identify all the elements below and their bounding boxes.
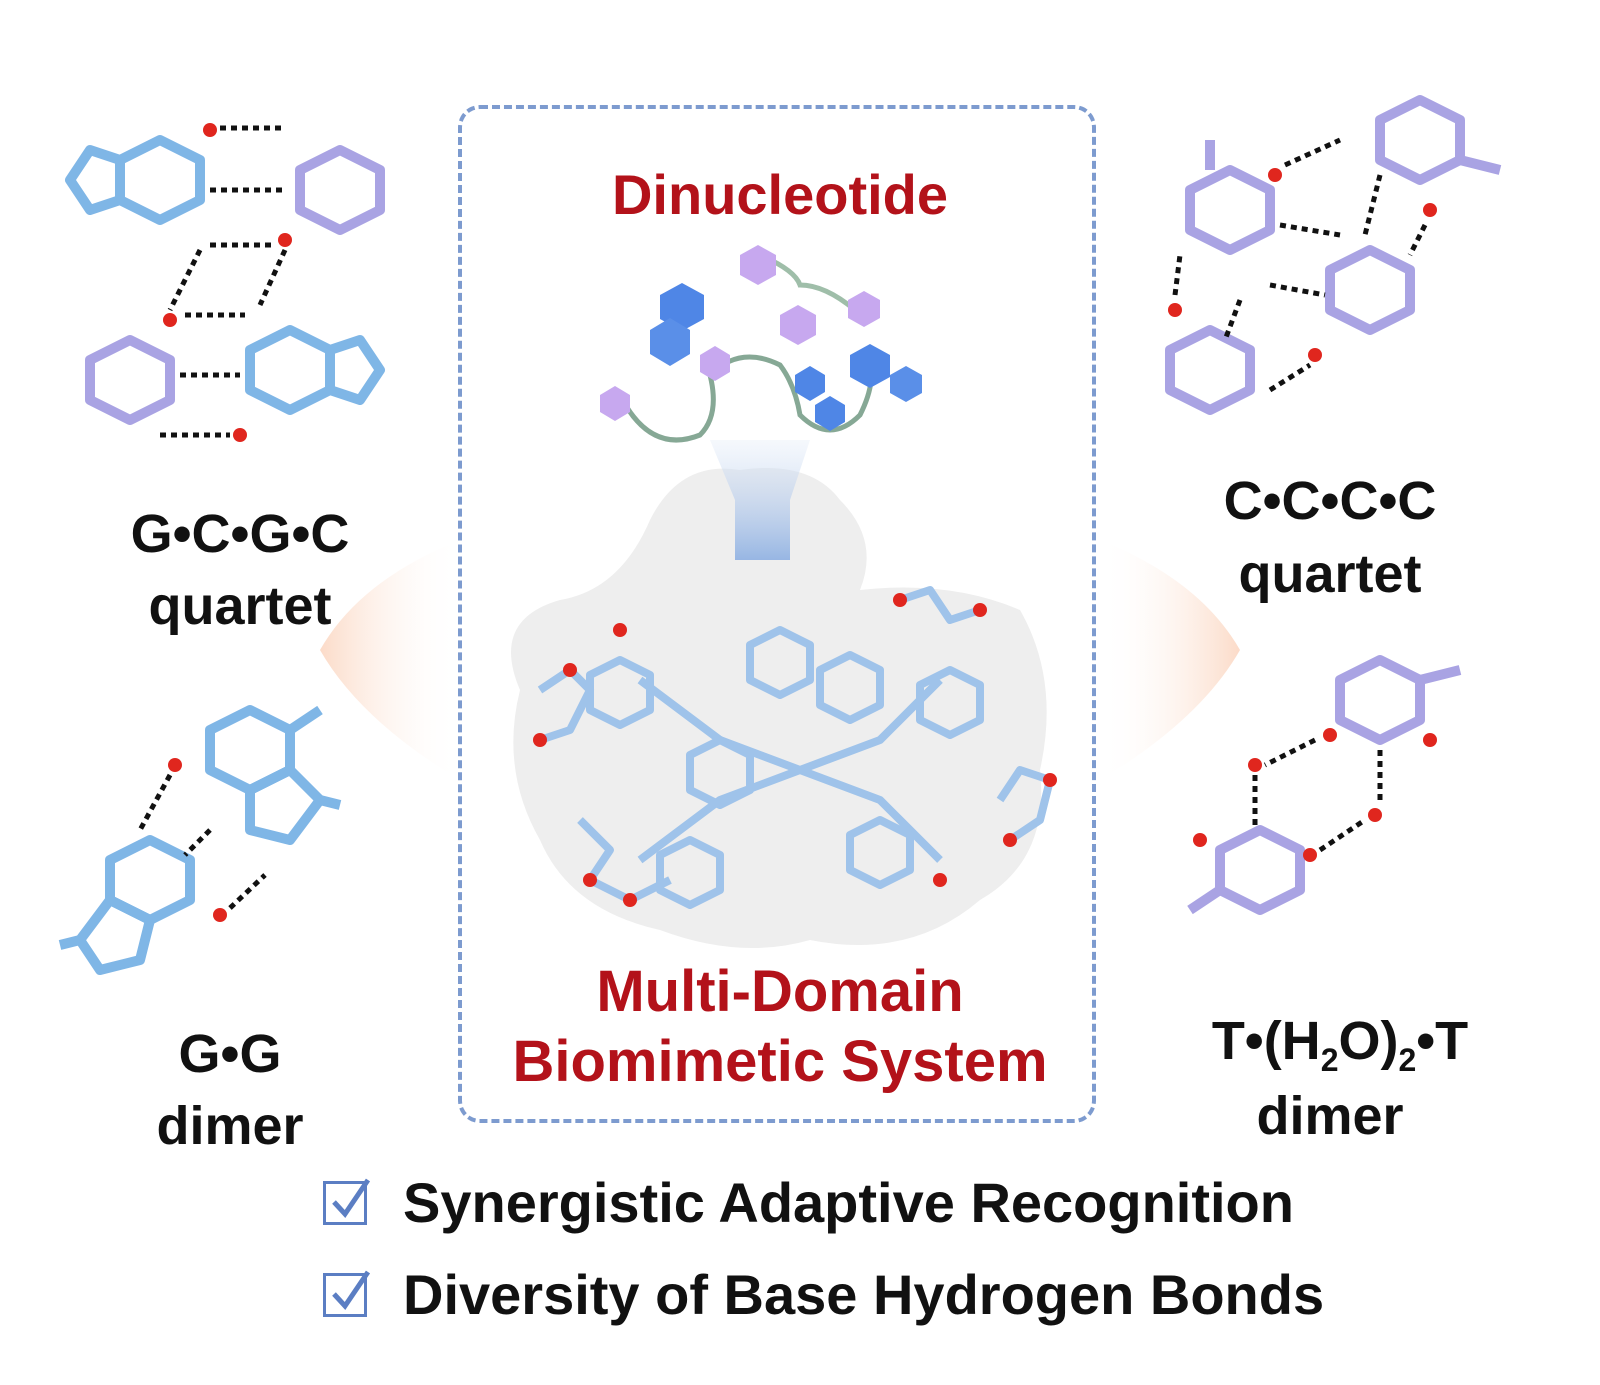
checked-box-icon bbox=[323, 1178, 371, 1225]
host-molecule-illustration bbox=[511, 440, 1057, 948]
multi-domain-title: Multi-Domain bbox=[596, 959, 964, 1024]
gg-label-line2: dimer bbox=[156, 1096, 304, 1156]
biomimetic-system-title: Biomimetic System bbox=[512, 1029, 1048, 1094]
tt-label-part-a: T•(H bbox=[1211, 1011, 1321, 1071]
checklist-item-1: Synergistic Adaptive Recognition bbox=[323, 1170, 1294, 1235]
checklist-item-1-text: Synergistic Adaptive Recognition bbox=[403, 1171, 1294, 1234]
dinucleotide-illustration bbox=[600, 245, 922, 443]
tt-label-line1: T•(H2O)2•T bbox=[1160, 1010, 1520, 1079]
gcgc-label-line2: quartet bbox=[148, 576, 332, 636]
cccc-label-line2: quartet bbox=[1238, 544, 1422, 604]
checklist-item-2-text: Diversity of Base Hydrogen Bonds bbox=[403, 1263, 1325, 1326]
tt-dimer-molecule bbox=[1187, 655, 1462, 915]
tt-label-line2: dimer bbox=[1256, 1086, 1404, 1146]
checklist-item-2: Diversity of Base Hydrogen Bonds bbox=[323, 1262, 1324, 1327]
tt-label-sub2: 2 bbox=[1398, 1041, 1417, 1078]
gg-label-line1: G•G bbox=[178, 1024, 282, 1084]
gcgc-label-line1: G•C•G•C bbox=[130, 504, 350, 564]
tt-label-part-c: •T bbox=[1416, 1011, 1469, 1071]
center-panel bbox=[458, 105, 1096, 1123]
gg-dimer-molecule bbox=[58, 705, 342, 975]
gcgc-quartet-molecule bbox=[65, 123, 385, 442]
checked-box-icon bbox=[323, 1270, 371, 1317]
right-glow-arrow bbox=[1100, 540, 1240, 780]
dinucleotide-title: Dinucleotide bbox=[611, 163, 949, 226]
tt-label-sub1: 2 bbox=[1320, 1041, 1339, 1078]
cccc-quartet-molecule bbox=[1165, 95, 1502, 415]
left-glow-arrow bbox=[320, 540, 460, 780]
tt-label-part-b: O) bbox=[1338, 1011, 1399, 1071]
cccc-label-line1: C•C•C•C bbox=[1223, 471, 1437, 531]
